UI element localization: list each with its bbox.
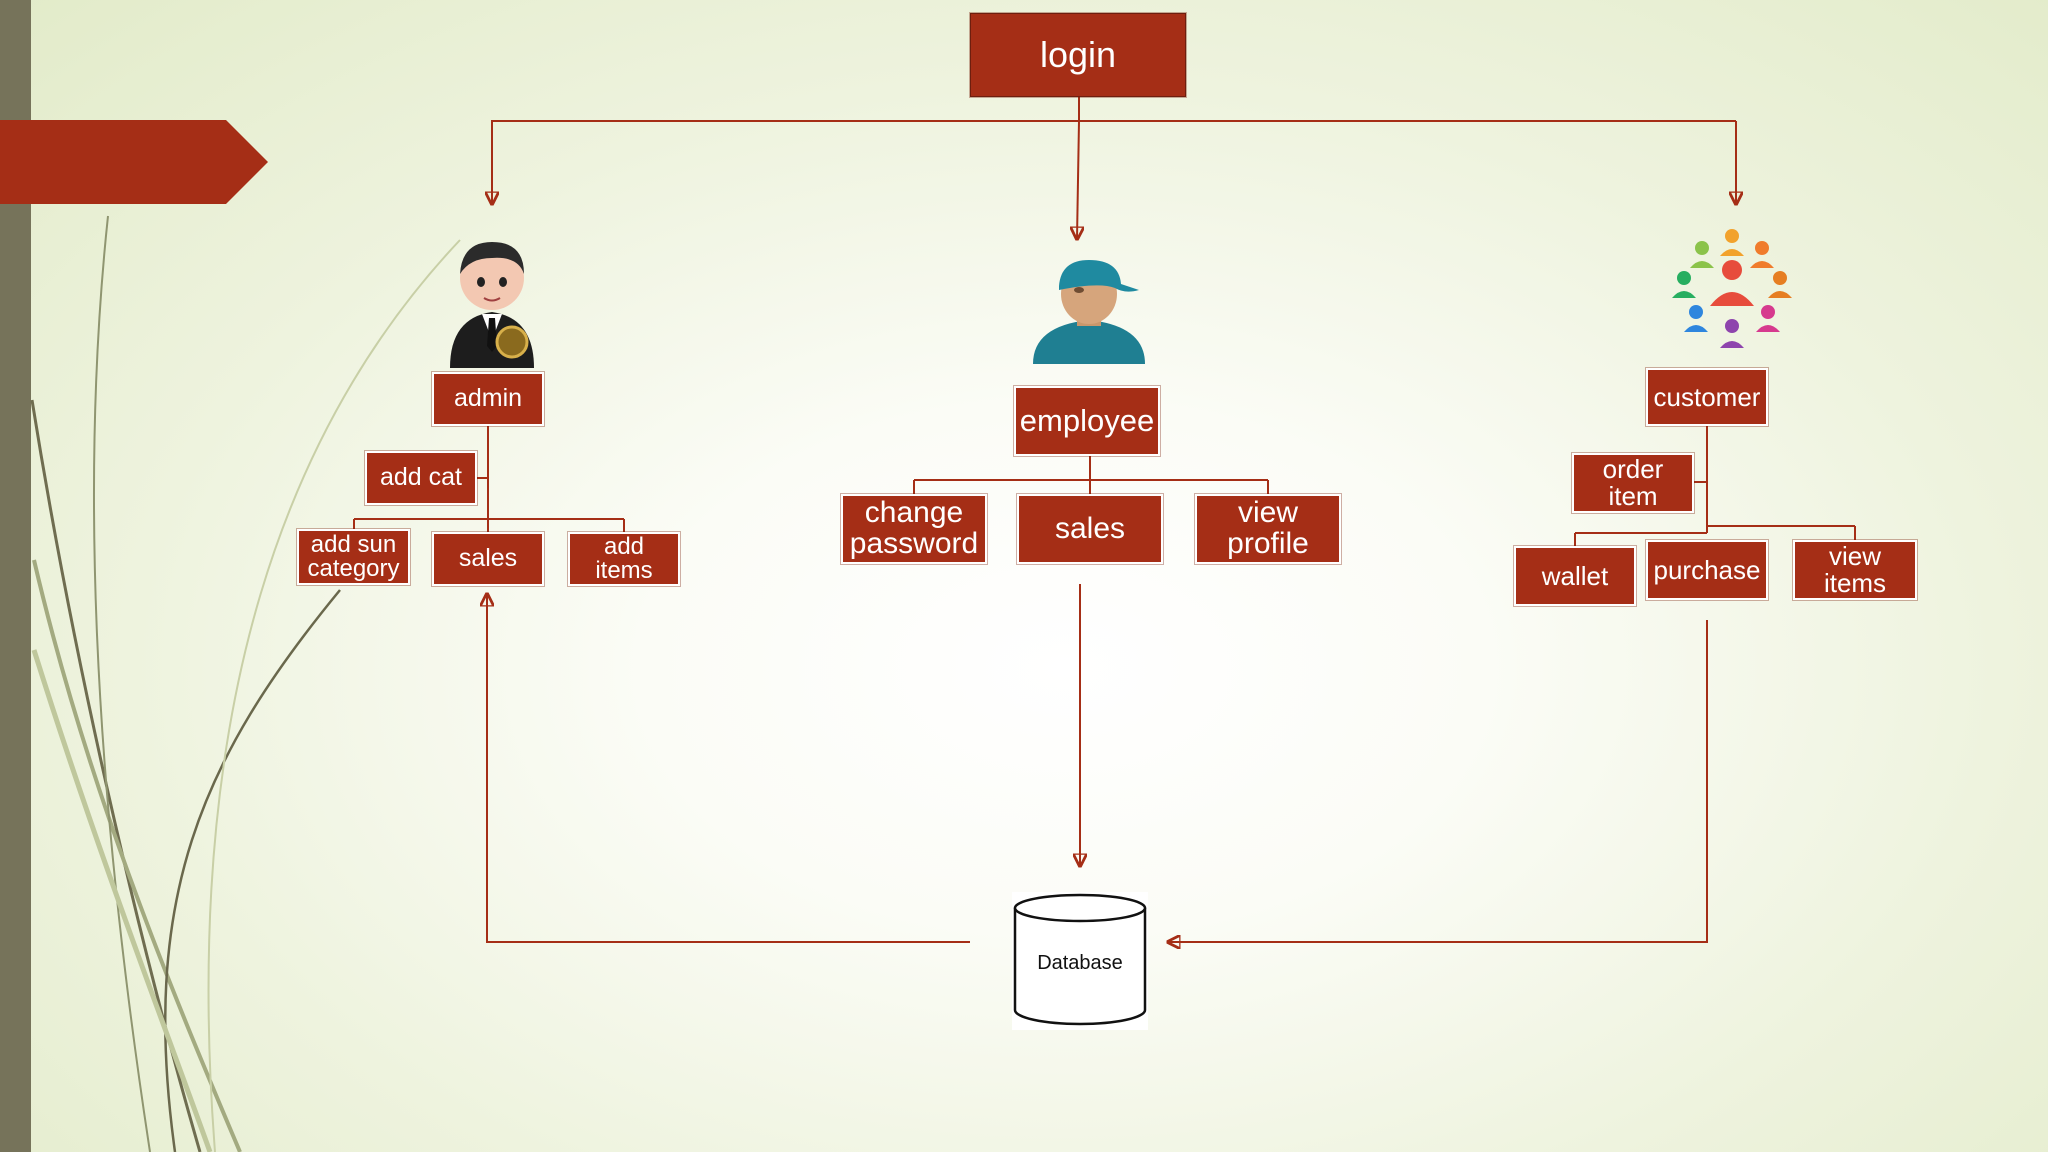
admin-sales-label: sales xyxy=(458,544,518,573)
employee-worker-icon xyxy=(1033,260,1145,364)
decor-curve-6 xyxy=(31,649,213,1152)
database-cylinder-icon xyxy=(1012,892,1148,1030)
employee-sales-node: sales xyxy=(1017,494,1163,564)
database-label: Database xyxy=(1037,952,1123,974)
change-password-label: change password xyxy=(849,496,979,560)
change-password-node: change password xyxy=(841,494,987,564)
decor-curve-4 xyxy=(92,215,151,1152)
edge-customer-to-database xyxy=(1168,620,1708,942)
add-sub-category-label: add sun category xyxy=(307,530,400,582)
employee-label: employee xyxy=(1019,403,1155,439)
add-cat-node: add cat xyxy=(365,451,477,505)
admin-node: admin xyxy=(432,372,544,426)
login-node: login xyxy=(970,13,1186,97)
customer-label: customer xyxy=(1653,381,1761,412)
decor-curve-1 xyxy=(30,399,202,1152)
edge-database-to-admin-sales xyxy=(487,594,970,943)
employee-sales-label: sales xyxy=(1054,511,1126,545)
decor-curve-3 xyxy=(163,589,341,1152)
login-label: login xyxy=(1039,33,1117,75)
order-item-node: order item xyxy=(1572,453,1694,513)
view-profile-label: view profile xyxy=(1227,496,1309,560)
wallet-node: wallet xyxy=(1514,546,1636,606)
edge-login-to-employee xyxy=(1077,120,1079,239)
accent-tab-arrow xyxy=(0,120,268,204)
view-items-node: view items xyxy=(1793,540,1917,600)
view-profile-node: view profile xyxy=(1195,494,1341,564)
employee-node: employee xyxy=(1014,386,1160,456)
admin-sales-node: sales xyxy=(432,532,544,586)
order-item-label: order item xyxy=(1602,454,1664,511)
add-sub-category-node: add sun category xyxy=(297,529,410,585)
view-items-label: view items xyxy=(1823,541,1887,598)
admin-person-icon xyxy=(450,242,534,368)
add-items-label: add items xyxy=(595,532,653,584)
customer-node: customer xyxy=(1646,368,1768,426)
add-cat-label: add cat xyxy=(379,463,462,492)
purchase-node: purchase xyxy=(1646,540,1768,600)
decor-curve-2 xyxy=(32,559,242,1152)
decor-curve-5 xyxy=(207,239,461,1152)
admin-label: admin xyxy=(453,384,523,413)
wallet-label: wallet xyxy=(1541,560,1609,591)
customer-group-icon xyxy=(1672,229,1792,348)
add-items-node: add items xyxy=(568,532,680,586)
purchase-label: purchase xyxy=(1653,554,1761,585)
